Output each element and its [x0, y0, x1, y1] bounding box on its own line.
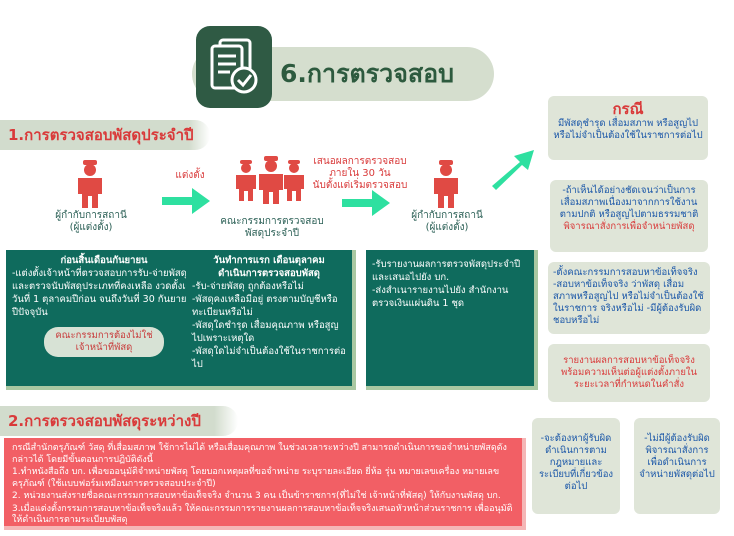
box2-item: -รับ-จ่ายพัสดุ ถูกต้องหรือไม่: [192, 281, 304, 292]
no-liable-person-card: -ไม่มีผู้ต้องรับผิด พิจารณาสั่งการเพื่อด…: [634, 418, 720, 514]
committee-icon: [236, 156, 304, 204]
box1-head: ก่อนสิ้นเดือนกันยายน: [60, 255, 148, 266]
card5-text: -ไม่มีผู้ต้องรับผิด พิจารณาสั่งการเพื่อด…: [639, 433, 715, 480]
box-report: -รับรายงานผลการตรวจพัสดุประจำปีและเสนอไป…: [366, 250, 538, 390]
liable-person-card: -จะต้องหาผู้รับผิด ดำเนินการตามกฎหมายและ…: [532, 418, 620, 514]
page-title: 6.การตรวจสอบ: [280, 59, 454, 88]
box2-item: -พัสดุใดไม่จำเป็นต้องใช้ในราชการต่อไป: [192, 346, 346, 370]
box-before-september: ก่อนสิ้นเดือนกันยายน -แต่งตั้งเจ้าหน้าที…: [6, 250, 206, 390]
arrow-up-right-icon: [492, 150, 534, 190]
person1-label: ผู้กำกับการสถานี (ผู้แต่งตั้ง): [55, 210, 127, 233]
officer-icon: [434, 160, 458, 208]
card2-text: -ตั้งคณะกรรมการสอบหาข้อเท็จจริง -สอบหาข้…: [553, 267, 704, 326]
box3-item: -รับรายงานผลการตรวจพัสดุประจำปีและเสนอไป…: [372, 259, 521, 283]
natural-deterioration-card: -ถ้าเห็นได้อย่างชัดเจนว่าเป็นการเสื่อมสภ…: [550, 180, 708, 252]
section2-intro: กรณีสำนักตรุภัณฑ์ วัสดุ ที่เสื่อมสภาพ ใช…: [12, 443, 507, 465]
box2-item: -พัสดุใดชำรุด เสื่อมคุณภาพ หรือสูญไปเพรา…: [192, 320, 339, 344]
arrow-right-icon: [162, 188, 210, 214]
card1-red: พิจารณาสั่งการเพื่อจำหน่ายพัสดุ: [563, 221, 695, 232]
committee-label: คณะกรรมการตรวจสอบ พัสดุประจำปี: [220, 216, 324, 239]
section1-heading-text: 1.การตรวจสอบพัสดุประจำปี: [8, 126, 194, 144]
box2-head: วันทำการแรก เดือนตุลาคม ดำเนินการตรวจสอบ…: [213, 255, 325, 279]
submit-label: เสนอผลการตรวจสอบ ภายใน 30 วัน นับตั้งแต่…: [312, 156, 408, 191]
section2-heading: 2.การตรวจสอบพัสดุระหว่างปี: [0, 406, 238, 436]
section2-step: 2. หน่วยงานส่งรายชื่อคณะกรรมการสอบหาข้อเ…: [12, 491, 501, 501]
person2-label: ผู้กำกับการสถานี (ผู้แต่งตั้ง): [411, 210, 483, 233]
section1-heading: 1.การตรวจสอบพัสดุประจำปี: [0, 120, 210, 150]
report-findings-card: รายงานผลการสอบหาข้อเท็จจริงพร้อมความเห็น…: [548, 344, 710, 402]
card3-red: รายงานผลการสอบหาข้อเท็จจริงพร้อมความเห็น…: [560, 355, 698, 390]
box1-note: คณะกรรมการต้องไม่ใช่ เจ้าหน้าที่พัสดุ: [44, 327, 164, 357]
card1-text: -ถ้าเห็นได้อย่างชัดเจนว่าเป็นการเสื่อมสภ…: [559, 185, 699, 220]
box-october-check: วันทำการแรก เดือนตุลาคม ดำเนินการตรวจสอบ…: [186, 250, 356, 390]
officer-icon: [78, 160, 102, 208]
document-check-icon: [196, 26, 272, 108]
interim-steps-box: กรณีสำนักตรุภัณฑ์ วัสดุ ที่เสื่อมสภาพ ใช…: [4, 438, 526, 530]
box3-item: -ส่งสำเนารายงานไปยัง สำนักงานตรวจเงินแผ่…: [372, 285, 509, 309]
arrow-right-icon: [342, 190, 390, 216]
box1-text: -แต่งตั้งเจ้าหน้าที่ตรวจสอบการรับ-จ่ายพั…: [12, 268, 195, 318]
case-title: กรณี: [612, 100, 644, 118]
case-card: กรณี มีพัสดุชำรุด เสื่อมสภาพ หรือสูญไปหร…: [548, 96, 708, 160]
case-text: มีพัสดุชำรุด เสื่อมสภาพ หรือสูญไปหรือไม่…: [553, 118, 703, 141]
card4-text: -จะต้องหาผู้รับผิด ดำเนินการตามกฎหมายและ…: [538, 433, 614, 492]
box2-item: -พัสดุคงเหลือมีอยู่ ตรงตามบัญชีหรือทะเบี…: [192, 294, 338, 318]
section2-step: 3.เมื่อแต่งตั้งกรรมการสอบหาข้อเท็จจริงแล…: [12, 503, 513, 526]
appoint-label: แต่งตั้ง: [175, 170, 205, 181]
fact-finding-card: -ตั้งคณะกรรมการสอบหาข้อเท็จจริง -สอบหาข้…: [548, 262, 710, 334]
section2-step: 1.ทำหนังสือถึง บก. เพื่อขออนุมัติจำหน่าย…: [12, 467, 500, 489]
section2-heading-text: 2.การตรวจสอบพัสดุระหว่างปี: [8, 412, 201, 430]
